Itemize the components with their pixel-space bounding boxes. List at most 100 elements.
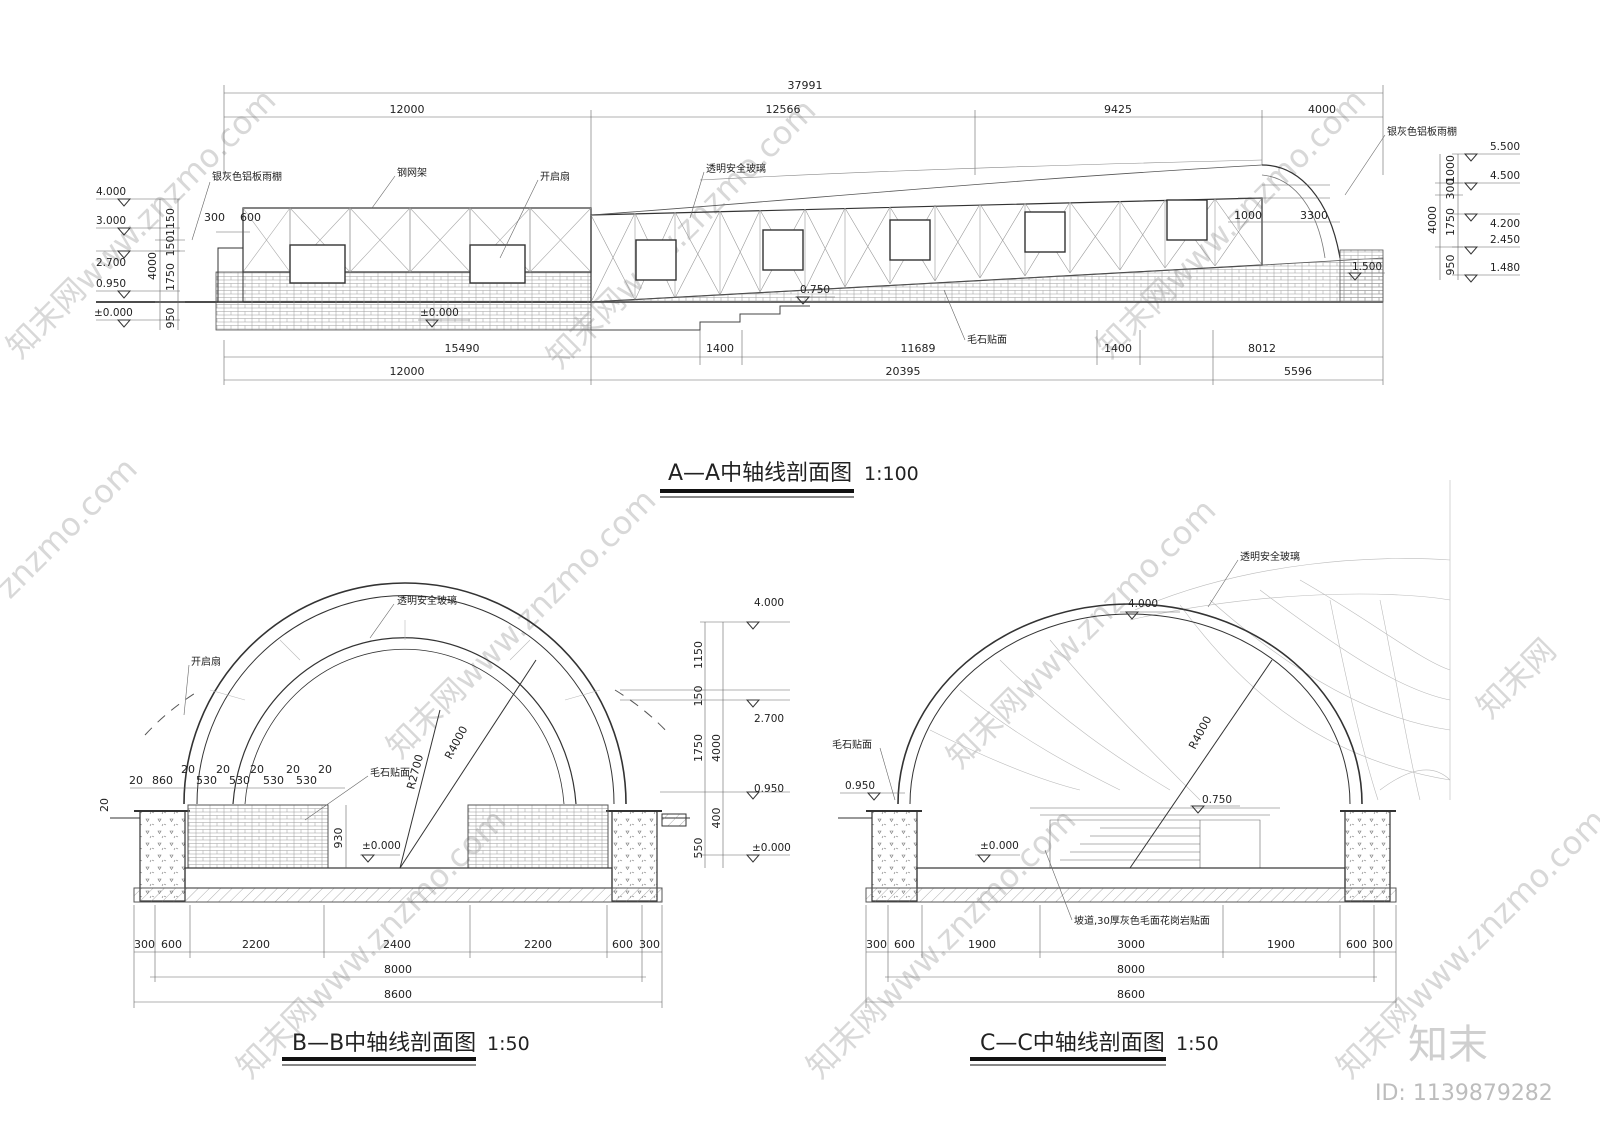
aa-left-dim-150: 150: [164, 236, 177, 257]
cc-bot-dim-1: 300: [866, 938, 887, 951]
aa-bottom2-dim-1: 12000: [390, 365, 425, 378]
aa-small-dim-300: 300: [204, 211, 225, 224]
aa-r-level-2450: 2.450: [1490, 234, 1520, 246]
aa-top-overall-dim: 37991: [788, 79, 823, 92]
cc-bot-dim-7: 300: [1372, 938, 1393, 951]
cc-total: 8600: [1117, 988, 1145, 1001]
cc-level-4000: 4.000: [1128, 598, 1158, 610]
aa-bottom-dim-1: 15490: [445, 342, 480, 355]
aa-bottom2-dim-2: 20395: [886, 365, 921, 378]
aa-bottom-dim-2: 1400: [706, 342, 734, 355]
aa-label-open-sash: 开启扇: [540, 170, 570, 183]
bb-bot-dim-6: 600: [612, 938, 633, 951]
bb-label-stone: 毛石贴面: [370, 766, 410, 779]
aa-r-dim-4000: 4000: [1426, 206, 1439, 234]
cc-scale: 1:50: [1176, 1033, 1219, 1055]
aa-label-glass: 透明安全玻璃: [706, 162, 766, 175]
aa-r-dim-1000: 1000: [1444, 155, 1457, 183]
bb-top-dim-10: 20: [318, 763, 332, 776]
aa-left-dim-950: 950: [164, 308, 177, 329]
bb-left-small: 20: [98, 798, 111, 812]
bb-top-dim-8: 20: [286, 763, 300, 776]
svg-text:知末网: 知末网: [1469, 631, 1564, 726]
aa-left-dim-4000: 4000: [146, 252, 159, 280]
bb-bot-dim-3: 2200: [242, 938, 270, 951]
bb-title: B—B中轴线剖面图: [292, 1031, 476, 1056]
bb-level-2700: 2.700: [754, 713, 784, 725]
aa-r-level-4500: 4.500: [1490, 170, 1520, 182]
aa-left-dim-1150: 1150: [164, 208, 177, 236]
bb-total-inner: 8000: [384, 963, 412, 976]
cc-radius-4000: R4000: [1186, 714, 1214, 752]
aa-level-3000: 3.000: [96, 215, 126, 227]
cc-level-0000: ±0.000: [980, 840, 1019, 852]
cc-total-inner: 8000: [1117, 963, 1145, 976]
section-cc: R4000 4.000 0.950 0.750 ±0.000 透明安全玻璃 毛石…: [832, 480, 1451, 1066]
aa-level-0000: ±0.000: [94, 307, 133, 319]
cc-bot-dim-3: 1900: [968, 938, 996, 951]
bb-dim-400: 400: [710, 808, 723, 829]
bb-level-0000-right: ±0.000: [752, 842, 791, 854]
aa-scale: 1:100: [864, 463, 919, 485]
aa-level-2700: 2.700: [96, 257, 126, 269]
aa-inner-level-0000: ±0.000: [420, 307, 459, 319]
watermark-logo: 知末: [1408, 1022, 1488, 1068]
bb-level-0950: 0.950: [754, 783, 784, 795]
aa-label-steel-frame: 钢网架: [397, 166, 427, 179]
aa-r-level-5500: 5.500: [1490, 141, 1520, 153]
bb-bot-dim-2: 600: [161, 938, 182, 951]
cc-label-ramp: 坡道,30厚灰色毛面花岗岩贴面: [1074, 914, 1210, 927]
cc-bot-dim-6: 600: [1346, 938, 1367, 951]
section-aa: 37991 12000 12566 9425 4000: [94, 79, 1520, 498]
bb-top-dim-9: 530: [296, 774, 317, 787]
aa-top-dim-1: 12000: [390, 103, 425, 116]
cc-title: C—C中轴线剖面图: [980, 1031, 1165, 1056]
bb-scale: 1:50: [487, 1033, 530, 1055]
cc-bot-dim-2: 600: [894, 938, 915, 951]
aa-label-stone: 毛石贴面: [967, 333, 1007, 346]
bb-dim-550: 550: [692, 838, 705, 859]
aa-left-levels: 4.000 3.000 2.700 0.950 ±0.000: [94, 186, 180, 328]
aa-left-dim-1750: 1750: [164, 263, 177, 291]
aa-inner-level-0750: 0.750: [800, 284, 830, 296]
bb-total: 8600: [384, 988, 412, 1001]
svg-text:知末网www.znzmo.com: 知末网www.znzmo.com: [939, 491, 1223, 776]
bb-level-0000-inner: ±0.000: [362, 840, 401, 852]
aa-r-dim-950: 950: [1444, 255, 1457, 276]
aa-top-dim-3: 9425: [1104, 103, 1132, 116]
cc-bot-dim-4: 3000: [1117, 938, 1145, 951]
cc-label-glass: 透明安全玻璃: [1240, 550, 1300, 563]
bb-label-glass: 透明安全玻璃: [397, 594, 457, 607]
cc-level-0750: 0.750: [1202, 794, 1232, 806]
aa-label-canopy-right: 银灰色铝板雨棚: [1387, 125, 1457, 138]
bb-dim-150: 150: [692, 686, 705, 707]
bb-level-4000: 4.000: [754, 597, 784, 609]
bb-radius-4000: R4000: [442, 724, 470, 762]
aa-title: A—A中轴线剖面图: [668, 461, 852, 486]
bb-top-dim-7: 530: [263, 774, 284, 787]
aa-level-0950: 0.950: [96, 278, 126, 290]
aa-bottom-dim-5: 8012: [1248, 342, 1276, 355]
bb-top-dim-0: 20: [129, 774, 143, 787]
watermark-id: ID: 1139879282: [1375, 1081, 1553, 1106]
cc-label-stone: 毛石贴面: [832, 738, 872, 751]
bb-dim-1750: 1750: [692, 734, 705, 762]
aa-bottom-dim-3: 11689: [901, 342, 936, 355]
bb-bot-dim-5: 2200: [524, 938, 552, 951]
cc-bot-dim-5: 1900: [1267, 938, 1295, 951]
bb-bot-dim-1: 300: [134, 938, 155, 951]
bb-label-open-sash: 开启扇: [191, 655, 221, 668]
bb-inner-height: 930: [332, 828, 345, 849]
svg-text:znzmo.com: znzmo.com: [0, 450, 145, 606]
bb-top-dim-2: 20: [181, 763, 195, 776]
bb-dim-4000: 4000: [710, 734, 723, 762]
aa-small-dim-1000: 1000: [1234, 209, 1262, 222]
bb-dim-1150: 1150: [692, 641, 705, 669]
bb-top-dim-6: 20: [250, 763, 264, 776]
bb-bot-dim-4: 2400: [383, 938, 411, 951]
bb-bot-dim-7: 300: [639, 938, 660, 951]
aa-r-dim-1750: 1750: [1444, 208, 1457, 236]
aa-label-canopy-left: 银灰色铝板雨棚: [212, 170, 282, 183]
cc-level-0950: 0.950: [845, 780, 875, 792]
